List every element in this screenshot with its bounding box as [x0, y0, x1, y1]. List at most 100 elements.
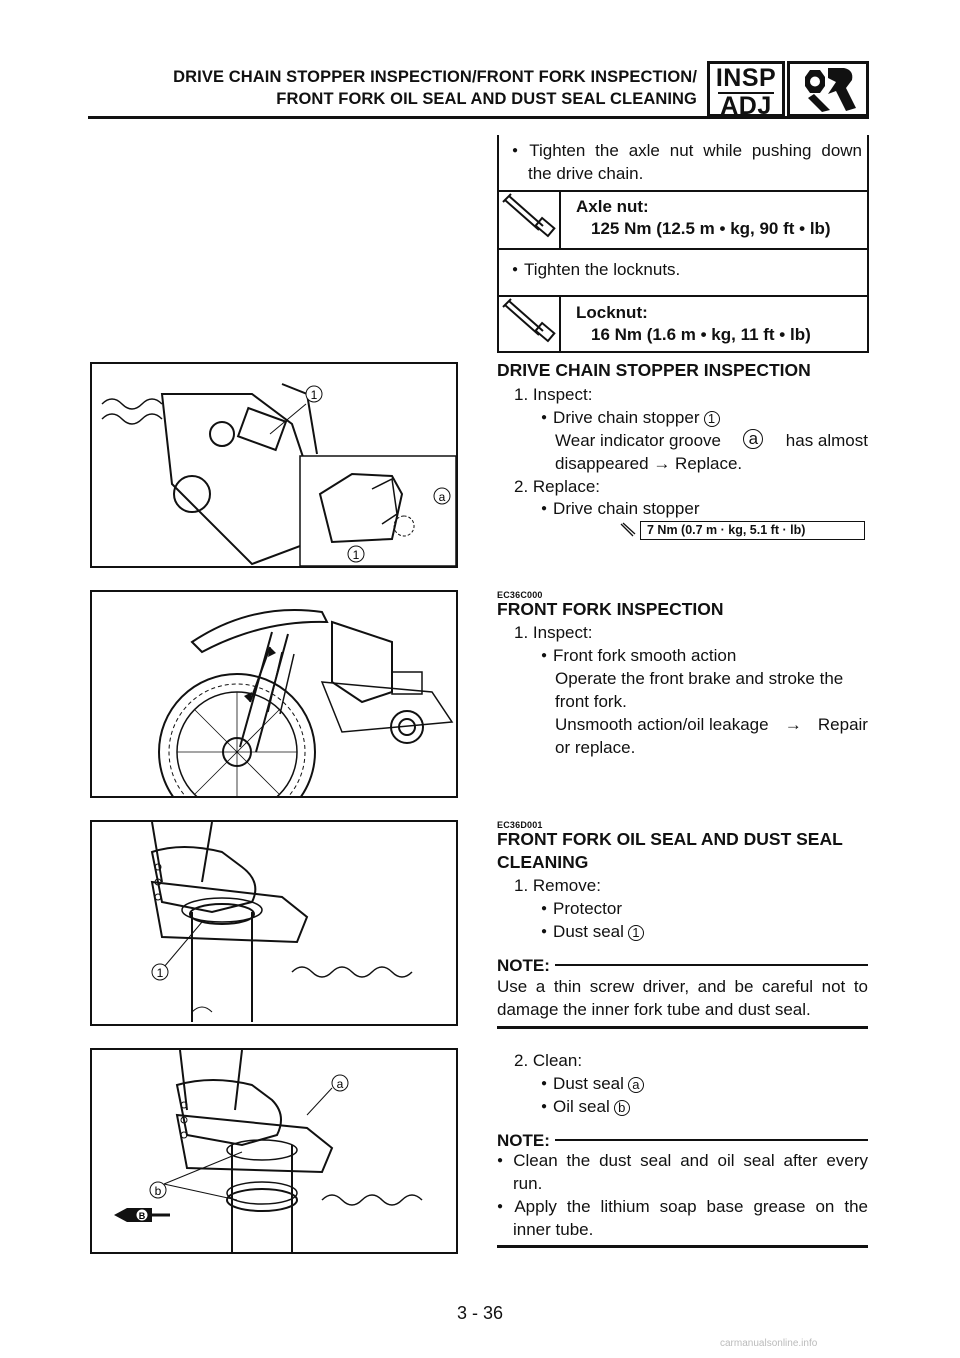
spec-table-row-axle: Axle nut: 125 Nm (12.5 m • kg, 90 ft • l…	[499, 190, 867, 250]
axle-nut-value: 125 Nm (12.5 m • kg, 90 ft • lb)	[591, 219, 831, 238]
locknut-label: Locknut:	[576, 303, 648, 322]
watermark: carmanualsonline.info	[720, 1338, 818, 1349]
fork-line4: or replace.	[555, 738, 636, 757]
wrench-gauge-icon-graphic	[805, 68, 856, 112]
figure-seal-clean-drawing: a b B	[114, 1049, 423, 1252]
stopper-item1-ref: 1	[703, 411, 720, 427]
fig3-callout-1: 1	[157, 966, 164, 980]
stopper-item2-text: Drive chain stopper	[553, 499, 700, 518]
torque-wrench-small-icon-graphic	[620, 522, 636, 537]
fig1-callout-1: 1	[311, 388, 318, 402]
stopper-torque-spec: 7 Nm (0.7 m · kg, 5.1 ft · lb)	[640, 521, 865, 540]
note2-bullet1-line1-text: Clean the dust seal and oil seal after e…	[513, 1151, 868, 1170]
seal-item3-text: Dust seal	[553, 1074, 624, 1093]
stopper-wear-a: Wear indicator groove	[555, 431, 721, 450]
stopper-item2: Drive chain stopper	[541, 497, 700, 523]
fork-item1: Front fork smooth action	[541, 644, 736, 670]
fork-heading: FRONT FORK INSPECTION	[497, 599, 724, 619]
seal-section-code: EC36D001	[497, 820, 543, 830]
figure-front-fork	[90, 590, 458, 831]
seal-step1: 1. Remove:	[514, 876, 601, 895]
note2-bullet2-line1: Apply the lithium soap base grease on th…	[497, 1195, 868, 1221]
seal-item2-text: Dust seal	[553, 922, 624, 941]
fork-line3a: Unsmooth action/oil leakage	[555, 715, 769, 734]
seal-item1: Protector	[541, 897, 622, 923]
section-badge: INSP ADJ	[707, 61, 785, 120]
fork-line2: front fork.	[555, 692, 627, 711]
stopper-wear-line2: disappeared → Replace.	[555, 452, 742, 475]
spec-table-row-step2: Tighten the locknuts.	[499, 248, 867, 297]
section-badge-divider	[718, 92, 774, 94]
seal-heading-line1: FRONT FORK OIL SEAL AND DUST SEAL	[497, 829, 843, 849]
torque-wrench-icon	[499, 295, 561, 353]
figure-drive-chain-stopper-drawing: 1 a 1	[101, 383, 457, 567]
torque-wrench-icon	[499, 190, 561, 248]
fork-section-code: EC36C000	[497, 590, 543, 600]
section-badge-top: INSP	[715, 64, 777, 92]
fig1-callout-a: a	[439, 490, 446, 504]
header-rule	[88, 116, 869, 119]
spec-step2: Tighten the locknuts.	[512, 258, 680, 284]
note2-bottom-rule	[497, 1245, 868, 1248]
torque-wrench-icon-graphic	[502, 193, 556, 238]
stopper-wear-d: Replace.	[675, 454, 743, 473]
figure-drive-chain-stopper: 1 a 1	[90, 362, 458, 568]
fork-line3b: Repair	[817, 715, 868, 734]
fork-arrow: →	[784, 715, 802, 734]
stopper-wear-ref: a	[743, 429, 764, 449]
figure-dust-seal-remove: 1	[90, 820, 458, 1026]
page-title-line-1: DRIVE CHAIN STOPPER INSPECTION/FRONT FOR…	[173, 68, 697, 86]
section-badge-bottom: ADJ	[720, 92, 772, 120]
wrench-gauge-icon	[787, 61, 869, 117]
stopper-wear-b: has almost	[785, 431, 868, 450]
stopper-wear-line1: Wear indicator groove a has almost	[555, 429, 868, 452]
page-title-line-2: FRONT FORK OIL SEAL AND DUST SEAL CLEANI…	[276, 90, 697, 108]
axle-nut-label: Axle nut:	[576, 197, 649, 216]
seal-item2-ref: 1	[627, 925, 644, 941]
spec-table-row-locknut: Locknut: 16 Nm (1.6 m • kg, 11 ft • lb)	[499, 295, 867, 353]
note2-bullet1-line2: run.	[513, 1174, 543, 1193]
stopper-item1-text: Drive chain stopper	[553, 408, 700, 427]
note2-bullet2-line1-text: Apply the lithium soap base grease on th…	[514, 1197, 868, 1216]
seal-heading-line2: CLEANING	[497, 852, 589, 872]
stopper-step2: 2. Replace:	[514, 477, 600, 496]
seal-step2: 2. Clean:	[514, 1051, 583, 1070]
locknut-value: 16 Nm (1.6 m • kg, 11 ft • lb)	[591, 325, 811, 344]
note2-bullet2-line2: inner tube.	[513, 1220, 594, 1239]
seal-item4-ref: b	[613, 1100, 630, 1116]
note1-bottom-rule	[497, 1026, 868, 1029]
note2-bullet1-line1: Clean the dust seal and oil seal after e…	[497, 1149, 868, 1175]
spec-table: Tighten the axle nut while pushing down …	[497, 135, 869, 353]
figure-front-fork-drawing	[158, 609, 454, 831]
note1-line2: damage the inner fork tube and dust seal…	[497, 1000, 811, 1019]
note1-line1: Use a thin screw driver, and be careful …	[497, 977, 868, 996]
figure-seal-clean: a b B	[90, 1048, 458, 1254]
fork-step1: 1. Inspect:	[514, 623, 593, 642]
seal-item1-text: Protector	[553, 899, 623, 918]
fig4-callout-b: b	[155, 1184, 162, 1198]
seal-item4-text: Oil seal	[553, 1097, 610, 1116]
note2-label: NOTE:	[497, 1131, 550, 1150]
note1-label: NOTE:	[497, 956, 550, 975]
note2-top-line	[555, 1139, 868, 1141]
fork-line3: Unsmooth action/oil leakage → Repair	[555, 713, 868, 736]
spec-step1-line1-text: Tighten the axle nut while pushing down	[529, 141, 863, 160]
fork-item1-text: Front fork smooth action	[553, 646, 737, 665]
stopper-arrow: →	[653, 454, 671, 473]
stopper-step1: 1. Inspect:	[514, 385, 593, 404]
spec-step2-text: Tighten the locknuts.	[524, 260, 681, 279]
fig4-callout-a: a	[337, 1077, 344, 1091]
stopper-heading: DRIVE CHAIN STOPPER INSPECTION	[497, 360, 811, 380]
spec-step1-line2: the drive chain.	[528, 164, 644, 183]
stopper-wear-c: disappeared	[555, 454, 649, 473]
fig1-callout-1b: 1	[353, 548, 360, 562]
page-number: 3 - 36	[456, 1303, 504, 1323]
spec-step1-line1: Tighten the axle nut while pushing down	[512, 139, 862, 165]
note1-top-line	[555, 964, 868, 966]
seal-item3-ref: a	[627, 1077, 644, 1093]
figure-dust-seal-remove-drawing: 1	[150, 821, 413, 1022]
